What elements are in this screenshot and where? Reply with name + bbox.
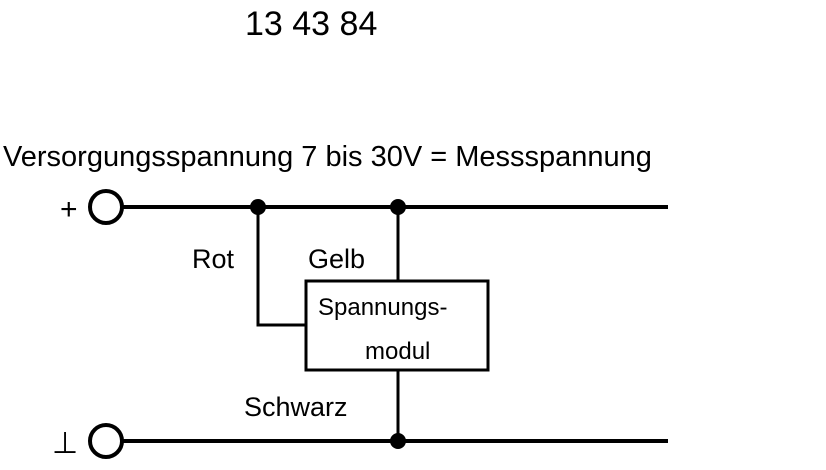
- article-number: 13 43 84: [245, 5, 377, 43]
- voltage-module-box: [304, 279, 490, 372]
- positive-terminal-label: +: [60, 193, 78, 226]
- ground-terminal-label: ⊥: [52, 427, 78, 460]
- supply-caption: Versorgungsspannung 7 bis 30V = Messspan…: [3, 141, 652, 173]
- module-label-line1: Spannungs-: [318, 294, 447, 321]
- black-wire-label: Schwarz: [244, 392, 348, 422]
- yellow-wire-label: Gelb: [308, 244, 365, 274]
- ground-terminal: [88, 423, 124, 459]
- red-wire: [256, 207, 306, 327]
- positive-terminal: [88, 189, 124, 225]
- module-label-line2: modul: [365, 338, 430, 365]
- red-wire-label: Rot: [192, 244, 235, 274]
